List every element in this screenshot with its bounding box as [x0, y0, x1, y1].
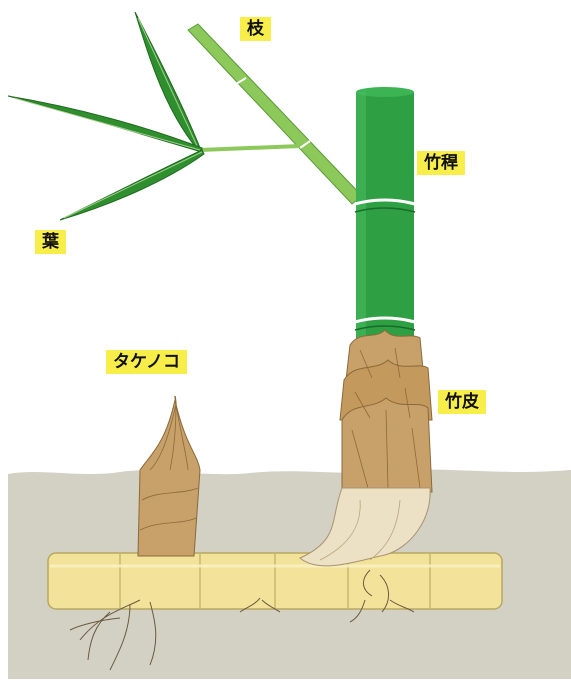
rhizome [48, 553, 502, 609]
bamboo-shoot [138, 396, 200, 556]
leaves [8, 12, 204, 220]
label-bamboo-shoot: タケノコ [106, 350, 187, 374]
culm [355, 87, 415, 354]
label-leaf: 葉 [35, 230, 66, 254]
label-culm-sheath: 竹皮 [438, 390, 486, 414]
branch [188, 24, 362, 204]
label-branch: 枝 [240, 17, 271, 41]
label-culm: 竹稈 [417, 151, 465, 175]
